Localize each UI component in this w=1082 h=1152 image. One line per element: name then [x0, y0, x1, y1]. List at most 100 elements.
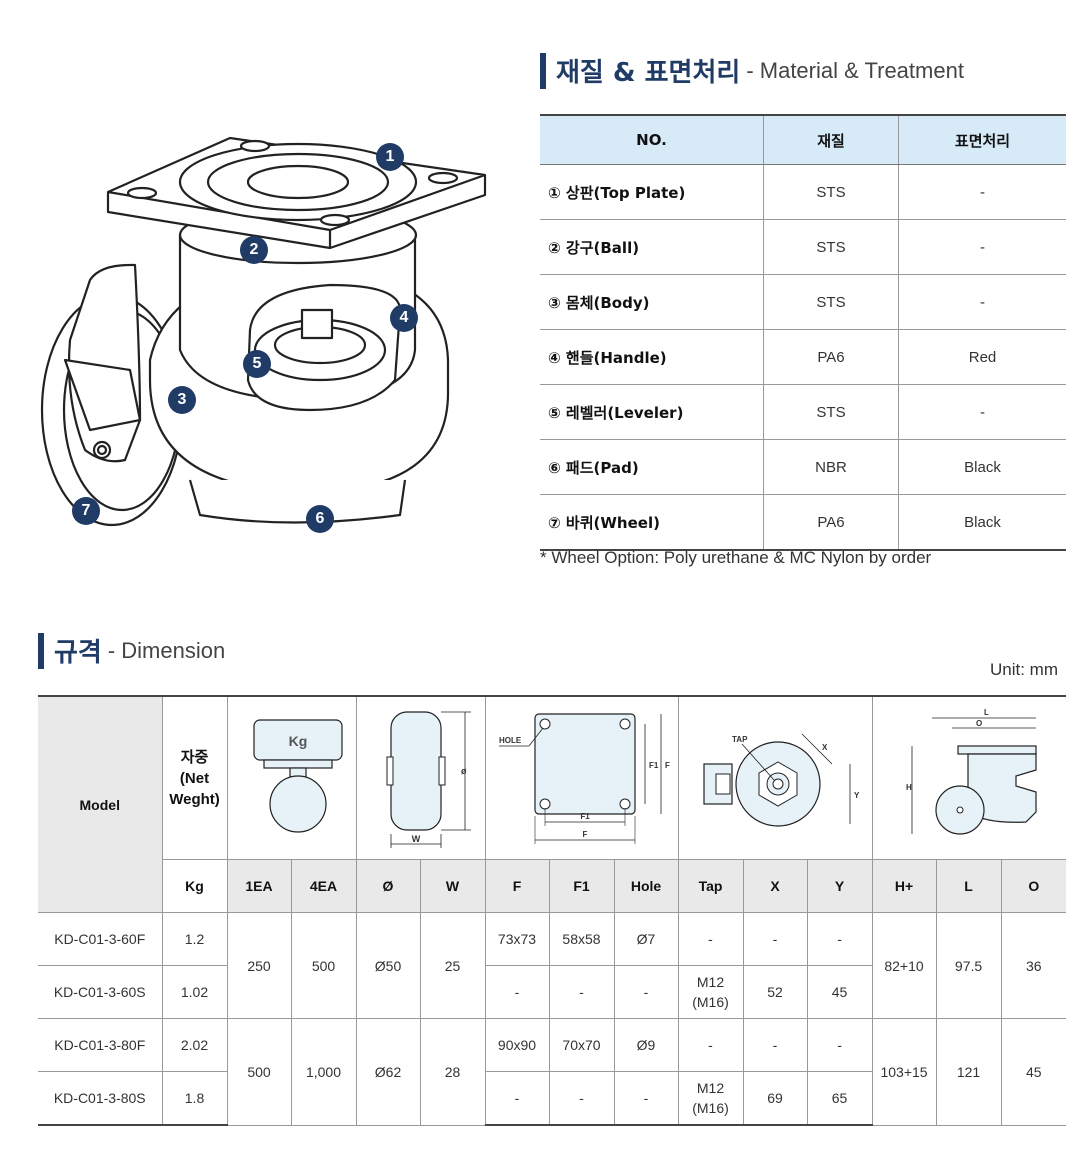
- model-cell: KD-C01-3-60F: [38, 912, 163, 966]
- dim-col-header: O: [1000, 859, 1067, 913]
- treatment-value: Red: [898, 329, 1066, 385]
- material-value: STS: [763, 219, 899, 275]
- hole-cell: -: [613, 965, 679, 1019]
- f-cell: 73x73: [484, 912, 550, 966]
- part-name: ⑤ 레벨러(Leveler): [540, 384, 764, 440]
- dimension-title-en: - Dimension: [107, 637, 226, 663]
- load-drawing-svg: Kg: [252, 718, 343, 833]
- dim-col-header: Ø: [355, 859, 421, 913]
- material-value: NBR: [763, 439, 899, 495]
- material-value: STS: [763, 274, 899, 330]
- x-cell: 52: [742, 965, 808, 1019]
- dimension-table: Model 자중 (Net Weght) Kg: [38, 695, 1067, 1126]
- hole-cell: -: [613, 1071, 679, 1126]
- y-label: Y: [854, 791, 860, 800]
- hole-cell: Ø9: [613, 1018, 679, 1072]
- f-cell: -: [484, 1071, 550, 1126]
- part-name: ① 상판(Top Plate): [540, 164, 764, 220]
- f1-cell: -: [548, 1071, 615, 1126]
- dim-col-header: Tap: [677, 859, 744, 913]
- load-4ea-cell: 500: [290, 912, 357, 1019]
- f1-label-bottom: F1: [580, 812, 590, 821]
- x-cell: 69: [742, 1071, 808, 1126]
- model-cell: KD-C01-3-80S: [38, 1071, 163, 1126]
- diameter-cell: Ø50: [355, 912, 421, 1019]
- y-cell: -: [806, 912, 873, 966]
- badge-5: 5: [243, 350, 271, 378]
- plate-drawing: HOLE F1 F F1 F: [484, 695, 679, 860]
- f-cell: 90x90: [484, 1018, 550, 1072]
- f-cell: -: [484, 965, 550, 1019]
- hole-cell: Ø7: [613, 912, 679, 966]
- dim-col-header: W: [419, 859, 486, 913]
- f1-label-side: F1: [649, 761, 659, 770]
- dim-col-header: 1EA: [226, 859, 292, 913]
- y-cell: 65: [806, 1071, 873, 1126]
- weight-cell: 2.02: [161, 1018, 228, 1072]
- dimension-title-ko: 규격: [54, 638, 102, 668]
- height-cell: 82+10: [871, 912, 937, 1019]
- caster-illustration: [40, 136, 487, 527]
- title-accent-bar: [38, 632, 44, 669]
- width-cell: 25: [419, 912, 486, 1019]
- treatment-value: -: [898, 219, 1066, 275]
- material-row: ⑤ 레벨러(Leveler)STS-: [540, 384, 1066, 440]
- badge-3: 3: [168, 386, 196, 414]
- load-4ea-cell: 1,000: [290, 1018, 357, 1126]
- l-cell: 97.5: [935, 912, 1002, 1019]
- treatment-value: -: [898, 164, 1066, 220]
- diameter-cell: Ø62: [355, 1018, 421, 1126]
- f1-cell: 70x70: [548, 1018, 615, 1072]
- wheel-drawing: ø W: [355, 695, 486, 860]
- load-drawing: Kg: [226, 695, 357, 860]
- tap-cell: M12 (M16): [677, 965, 744, 1019]
- width-cell: 28: [419, 1018, 486, 1126]
- wheel-drawing-svg: ø W: [386, 710, 471, 848]
- o-cell: 36: [1000, 912, 1067, 1019]
- model-cell: KD-C01-3-60S: [38, 965, 163, 1019]
- dim-col-header: 4EA: [290, 859, 357, 913]
- f-label-side: F: [665, 761, 670, 770]
- hole-label: HOLE: [499, 736, 522, 745]
- load-1ea-cell: 500: [226, 1018, 292, 1126]
- part-name: ⑥ 패드(Pad): [540, 439, 764, 495]
- title-accent-bar: [540, 52, 546, 89]
- dimension-section-title: 규격 - Dimension: [38, 632, 225, 669]
- tap-cell: -: [677, 1018, 744, 1072]
- f1-cell: 58x58: [548, 912, 615, 966]
- material-title-en: - Material & Treatment: [746, 57, 964, 83]
- dim-col-header: Y: [806, 859, 873, 913]
- dim-col-header: Kg: [162, 859, 228, 913]
- badge-6: 6: [306, 505, 334, 533]
- x-label: X: [822, 743, 828, 752]
- tap-label: TAP: [732, 735, 748, 744]
- o-label: O: [976, 719, 982, 728]
- l-label: L: [984, 708, 989, 717]
- material-title-ko: 재질 & 표면처리: [556, 58, 741, 88]
- dim-col-header: X: [742, 859, 808, 913]
- material-row: ① 상판(Top Plate)STS-: [540, 164, 1066, 220]
- wheel-option-note: * Wheel Option: Poly urethane & MC Nylon…: [540, 548, 932, 567]
- tap-drawing: TAP X Y: [677, 695, 873, 860]
- x-cell: -: [742, 1018, 808, 1072]
- part-name: ④ 핸들(Handle): [540, 329, 764, 385]
- badge-1: 1: [376, 143, 404, 171]
- side-drawing: L O H: [871, 695, 1067, 860]
- y-cell: -: [806, 1018, 873, 1072]
- treatment-value: Black: [898, 494, 1066, 551]
- f-label-bottom: F: [582, 830, 587, 839]
- material-header-row: NO. 재질 표면처리: [540, 114, 1066, 165]
- col-material: 재질: [763, 114, 899, 165]
- badge-7: 7: [72, 497, 100, 525]
- treatment-value: Black: [898, 439, 1066, 495]
- col-treatment: 표면처리: [898, 114, 1066, 165]
- weight-cell: 1.2: [161, 912, 228, 966]
- part-name: ② 강구(Ball): [540, 219, 764, 275]
- y-cell: 45: [806, 965, 873, 1019]
